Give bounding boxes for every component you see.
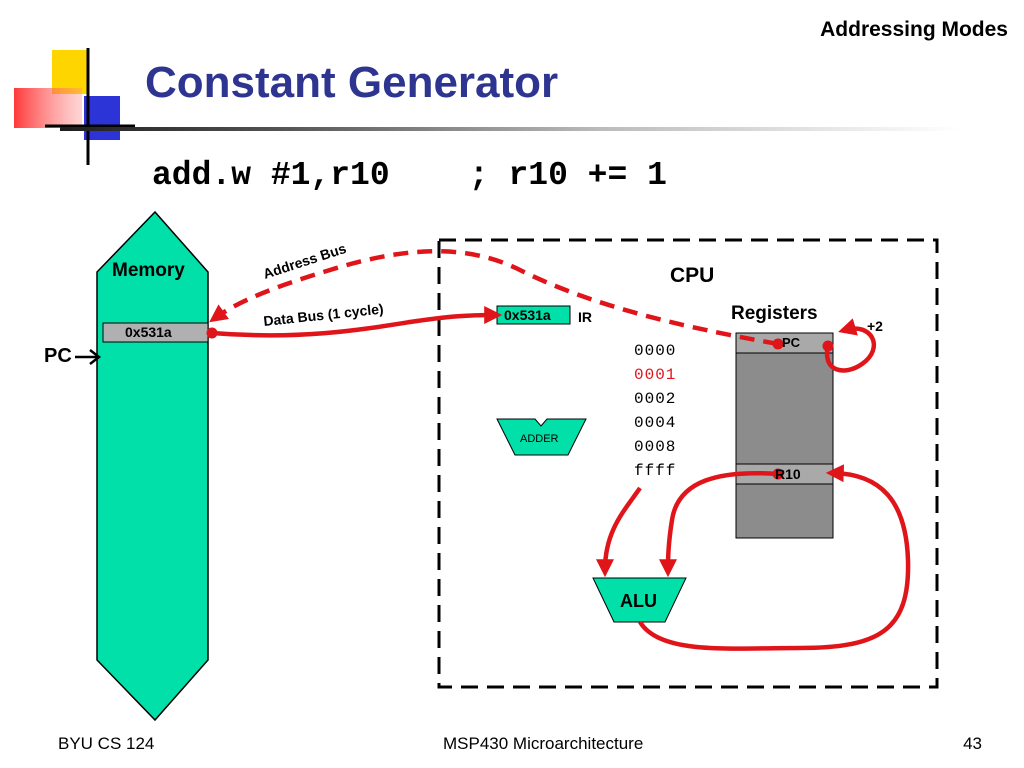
pc-pointer-label: PC [44,345,72,367]
ir-label: IR [578,309,592,325]
constant-value: ffff [634,462,677,480]
constant-value: 0008 [634,438,677,456]
register-file [735,332,834,539]
memory-cell-value: 0x531a [125,324,172,340]
alu-label: ALU [620,591,657,611]
slide-logo [14,48,135,165]
cpu-label: CPU [670,264,715,287]
data-bus-arrow [211,306,503,338]
r10-register-label: R10 [775,466,801,482]
pc-increment-label: +2 [867,318,883,334]
footer-subject: MSP430 Microarchitecture [443,734,644,753]
instruction-text: add.w #1,r10 ; r10 += 1 [152,157,667,194]
r10-to-alu-arrow [659,470,779,578]
adder-shape [496,418,587,456]
cpu-boundary [437,238,939,689]
adder-label: ADDER [520,433,559,445]
ir-value: 0x531a [504,307,551,323]
r10-source-dot [772,468,784,480]
address-bus-arrow [209,249,779,347]
title-underline [60,127,960,131]
address-bus-dot [772,338,784,350]
pc-increment-dot [822,340,834,352]
slide-title: Constant Generator [145,58,559,107]
data-bus-label: Data Bus (1 cycle) [263,300,385,329]
pc-register [735,332,834,354]
alu-shape [592,577,687,623]
data-bus-dot [206,327,218,339]
pc-increment-arrow [824,318,876,373]
memory-column [96,210,209,722]
constant-value: 0004 [634,414,677,432]
constant-to-alu-arrow [596,486,642,578]
memory-label: Memory [112,260,185,281]
pc-pointer-arrow-icon [75,349,102,365]
header-topic: Addressing Modes [820,18,1008,41]
constant-value: 0000 [634,342,677,360]
alu-to-r10-arrow [638,464,911,651]
constant-value: 0002 [634,390,677,408]
footer-course: BYU CS 124 [58,734,155,753]
footer-page-number: 43 [963,734,982,753]
constant-generator-list: 0000 0001 0002 0004 0008 ffff [634,339,676,483]
registers-label: Registers [731,303,818,324]
pc-register-label: PC [782,335,801,350]
address-bus-label: Address Bus [261,240,348,282]
constant-value-selected: 0001 [634,366,677,384]
